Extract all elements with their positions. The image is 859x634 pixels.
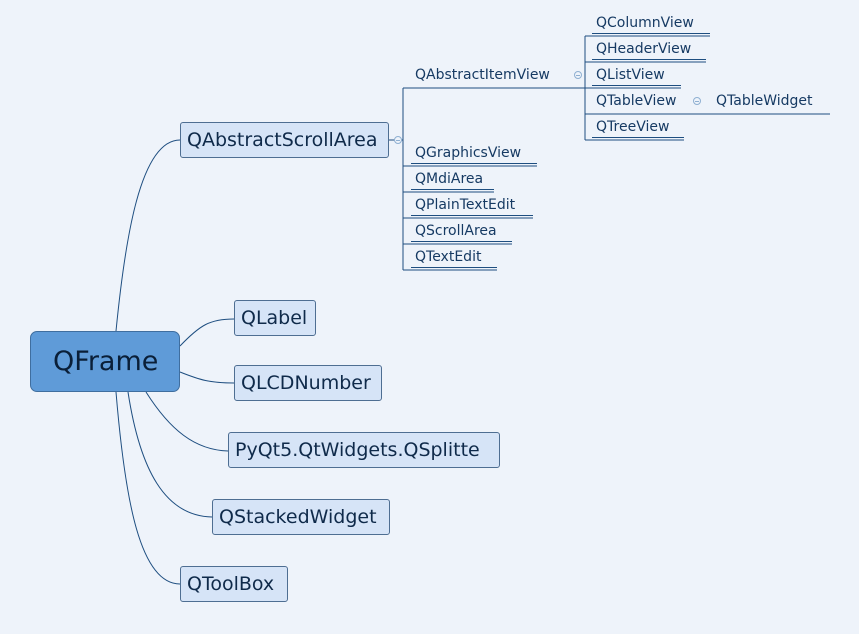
node-qtreeview[interactable]: QTreeView (592, 118, 684, 138)
root-node-qframe[interactable]: QFrame (30, 331, 180, 392)
node-qlistview[interactable]: QListView (592, 66, 681, 86)
node-qheaderview[interactable]: QHeaderView (592, 40, 706, 60)
node-qcolumnview[interactable]: QColumnView (592, 14, 710, 34)
link-root-qtoolbox (115, 391, 181, 585)
node-qscrollarea[interactable]: QScrollArea (411, 222, 512, 242)
node-qtoolbox[interactable]: QToolBox (180, 566, 288, 602)
node-qgraphicsview[interactable]: QGraphicsView (411, 144, 537, 164)
node-qtextedit[interactable]: QTextEdit (411, 248, 497, 268)
node-qtableview[interactable]: QTableView (596, 93, 677, 109)
collapse-icon[interactable] (394, 136, 402, 144)
link-root-qabstractscrollarea (115, 139, 181, 332)
link-root-qlcdnumber (179, 371, 235, 384)
node-qstackedwidget[interactable]: QStackedWidget (212, 499, 390, 535)
node-qlcdnumber[interactable]: QLCDNumber (234, 365, 382, 401)
link-root-qsplitter (145, 391, 229, 452)
collapse-icon[interactable] (693, 97, 701, 105)
node-qlabel[interactable]: QLabel (234, 300, 316, 336)
node-qplaintextedit[interactable]: QPlainTextEdit (411, 196, 533, 216)
node-qmdiarea[interactable]: QMdiArea (411, 170, 494, 190)
node-qsplitter[interactable]: PyQt5.QtWidgets.QSplitte (228, 432, 500, 468)
node-qtablewidget[interactable]: QTableWidget (716, 93, 813, 109)
node-qabstractscrollarea[interactable]: QAbstractScrollArea (180, 122, 389, 158)
collapse-icon[interactable] (574, 71, 582, 79)
link-root-qstackedwidget (127, 391, 213, 518)
link-root-qlabel (179, 318, 235, 347)
node-qabstractitemview[interactable]: QAbstractItemView (415, 67, 550, 83)
